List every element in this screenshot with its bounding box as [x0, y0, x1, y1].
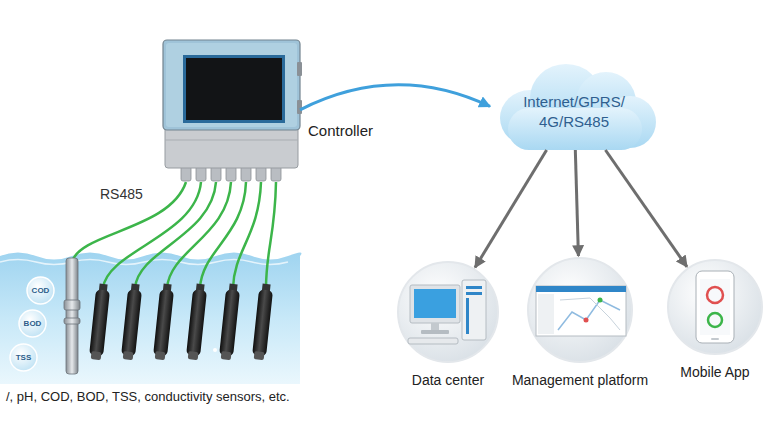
parameter-bubble: BOD	[19, 310, 46, 337]
bubble-text: COD	[32, 287, 50, 295]
parameter-bubble: TSS	[10, 344, 37, 371]
endpoint-circle: Mobile App	[668, 260, 762, 354]
steel-sensor	[64, 258, 80, 374]
wave-line	[0, 260, 288, 265]
controller-device	[163, 40, 302, 181]
platform-picture	[528, 258, 632, 362]
bubble-text: TSS	[16, 354, 32, 362]
flow-arrow	[475, 150, 547, 268]
endpoint-label: Data center	[412, 372, 484, 388]
data-center-picture	[398, 262, 498, 362]
endpoint-circle: Management platform	[528, 258, 632, 362]
bubble	[10, 344, 37, 371]
bubble	[19, 310, 46, 337]
flow-arrow	[300, 85, 490, 110]
endpoint-circle: Data center	[398, 262, 498, 362]
controller-node: Controller	[163, 40, 300, 182]
phone-picture	[668, 260, 762, 354]
device-label: Controller	[308, 122, 373, 139]
endpoint-label: Mobile App	[680, 364, 749, 380]
sensor-list: /, pH, COD, BOD, TSS, conductivity senso…	[4, 389, 292, 404]
network-cloud: Internet/GPRS/ 4G/RS485	[490, 60, 658, 150]
small-bubble	[213, 348, 217, 352]
flow-arrow	[575, 150, 578, 256]
water-band	[0, 253, 302, 385]
cloud-shape	[500, 64, 656, 150]
bubble-text: BOD	[24, 320, 42, 328]
cloud-text: Internet/GPRS/ 4G/RS485	[512, 92, 636, 133]
flow-arrow	[605, 150, 687, 267]
bubble	[27, 277, 54, 304]
endpoint-label: Management platform	[512, 372, 648, 388]
probe-sensors	[89, 283, 274, 360]
bus-label: RS485	[98, 186, 145, 202]
sensor-wires	[72, 182, 276, 288]
parameter-bubble: COD	[27, 277, 54, 304]
